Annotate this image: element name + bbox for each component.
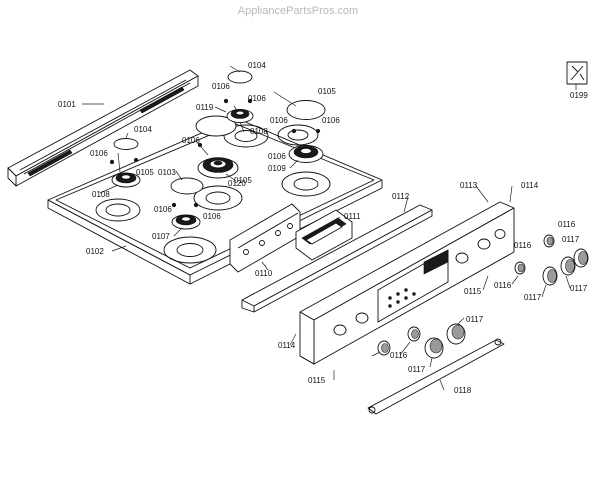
part-labels: 0101 0102 0103 0104 0104 0105 0105 0105 … [58,61,588,395]
label-0199: 0199 [570,91,588,100]
label-0101: 0101 [58,100,76,109]
label-0116-d: 0116 [390,351,408,360]
valve-bracket-part[interactable] [229,203,301,273]
control-module-part[interactable] [295,209,353,261]
burner-cap-center-part[interactable] [195,115,237,137]
label-0117-c: 0117 [570,284,588,293]
label-0112: 0112 [392,192,410,201]
site-watermark: AppliancePartsPros.com [238,5,358,17]
control-panel-part[interactable] [299,201,515,365]
label-0106-c: 0106 [270,116,288,125]
label-0116-b: 0116 [514,241,532,250]
mounting-rail-part[interactable] [241,204,433,313]
knob-lower-a-part[interactable] [424,337,444,359]
label-0106-e: 0106 [182,136,200,145]
label-0120: 0120 [228,179,246,188]
label-0119: 0119 [196,103,214,112]
leader-lines [82,65,577,391]
label-0104-left: 0104 [134,125,152,134]
label-0115-right: 0115 [464,287,482,296]
label-0111: 0111 [344,212,361,221]
label-0106-a: 0106 [212,82,230,91]
label-0106-i: 0106 [268,152,286,161]
label-0103: 0103 [158,168,176,177]
burner-cap-large-right-part[interactable] [286,100,326,120]
label-0105-right: 0105 [318,87,336,96]
knob-bezel-right-a-part[interactable] [514,261,526,275]
label-0114-top: 0114 [521,181,539,190]
label-0117-d: 0117 [466,315,484,324]
label-0108-left: 0108 [92,190,110,199]
label-0105-center: 0105 [234,176,252,185]
label-0117-a: 0117 [562,235,580,244]
burner-head-front-part[interactable] [171,214,201,230]
label-0117-b: 0117 [524,293,542,302]
label-0113: 0113 [460,181,478,190]
lower-trim-rail-part[interactable] [367,338,505,415]
knob-right-c-part[interactable] [573,248,589,268]
knob-bezel-lower-b-part[interactable] [407,326,421,342]
knob-right-b-part[interactable] [560,256,576,276]
burner-head-rear-left-part[interactable] [226,109,254,123]
label-0114-bottom: 0114 [278,341,296,350]
label-0110: 0110 [255,269,273,278]
burner-head-left-part[interactable] [111,172,141,188]
label-0108-center: 0108 [250,127,268,136]
burner-cap-left-part[interactable] [113,138,139,150]
label-0106-g: 0106 [154,205,172,214]
service-tool-icon[interactable] [566,61,588,85]
electrode-parts[interactable] [109,98,321,208]
label-0106-f: 0106 [90,149,108,158]
label-0106-d: 0106 [322,116,340,125]
label-0107: 0107 [152,232,170,241]
label-0116-a: 0116 [558,220,576,229]
label-0104-top: 0104 [248,61,266,70]
label-0106-b: 0106 [248,94,266,103]
burner-cap-front-part[interactable] [170,177,204,195]
burner-cap-top-part[interactable] [227,70,253,84]
label-0118: 0118 [454,386,472,395]
label-0117-e: 0117 [408,365,426,374]
burner-head-center-part[interactable] [197,157,239,179]
rear-trim-part[interactable] [7,69,199,187]
cooktop-panel-part[interactable] [47,117,383,285]
label-0106-h: 0106 [203,212,221,221]
knob-bezel-right-b-part[interactable] [543,234,555,248]
burner-head-right-part[interactable] [288,145,324,163]
label-0116-c: 0116 [494,281,512,290]
label-0102: 0102 [86,247,104,256]
label-0115-bottom: 0115 [308,376,326,385]
knob-lower-b-part[interactable] [446,323,466,345]
knob-bezel-lower-a-part[interactable] [377,340,391,356]
label-0105-left: 0105 [136,168,154,177]
knob-right-a-part[interactable] [542,266,558,286]
label-0109: 0109 [268,164,286,173]
